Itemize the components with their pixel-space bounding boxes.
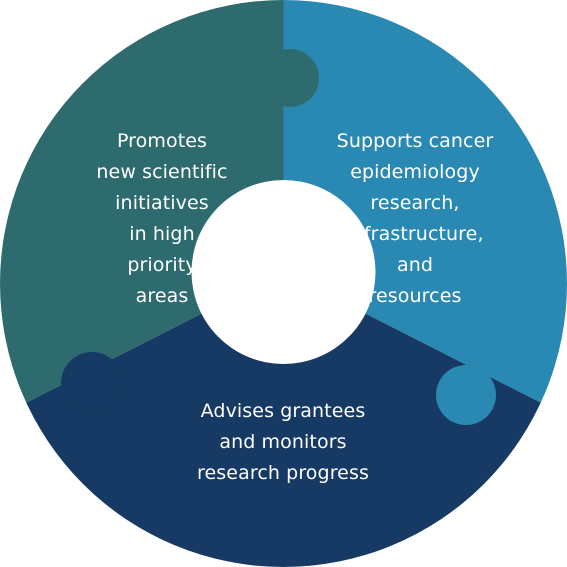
right-line-4: infrastructure,	[346, 223, 484, 245]
right-line-1: Supports cancer	[336, 130, 494, 152]
segment-bottom-label: Advises grantees and monitors research p…	[163, 396, 403, 489]
bottom-line-2: and monitors	[219, 431, 347, 453]
left-line-1: Promotes	[116, 130, 208, 152]
right-line-5: and	[396, 254, 434, 276]
segment-left	[0, 0, 284, 416]
right-line-3: research,	[370, 192, 460, 214]
left-line-3: initiatives	[115, 192, 209, 214]
segment-bottom	[0, 272, 567, 567]
segment-right	[283, 0, 567, 416]
right-line-2: epidemiology	[350, 161, 480, 183]
puzzle-knob-top	[261, 49, 319, 107]
left-line-4: in high	[129, 223, 195, 245]
segment-left-label: Promotes new scientific initiatives in h…	[62, 126, 262, 312]
puzzle-knob-left	[61, 352, 123, 414]
right-line-6: resources	[368, 285, 462, 307]
left-line-5: priority	[127, 254, 197, 276]
left-line-6: areas	[135, 285, 189, 307]
segment-right-label: Supports cancer epidemiology research, i…	[300, 126, 530, 312]
bottom-line-3: research progress	[197, 462, 369, 484]
puzzle-knob-right	[436, 365, 496, 425]
bottom-line-1: Advises grantees	[200, 400, 366, 422]
left-line-2: new scientific	[96, 161, 228, 183]
